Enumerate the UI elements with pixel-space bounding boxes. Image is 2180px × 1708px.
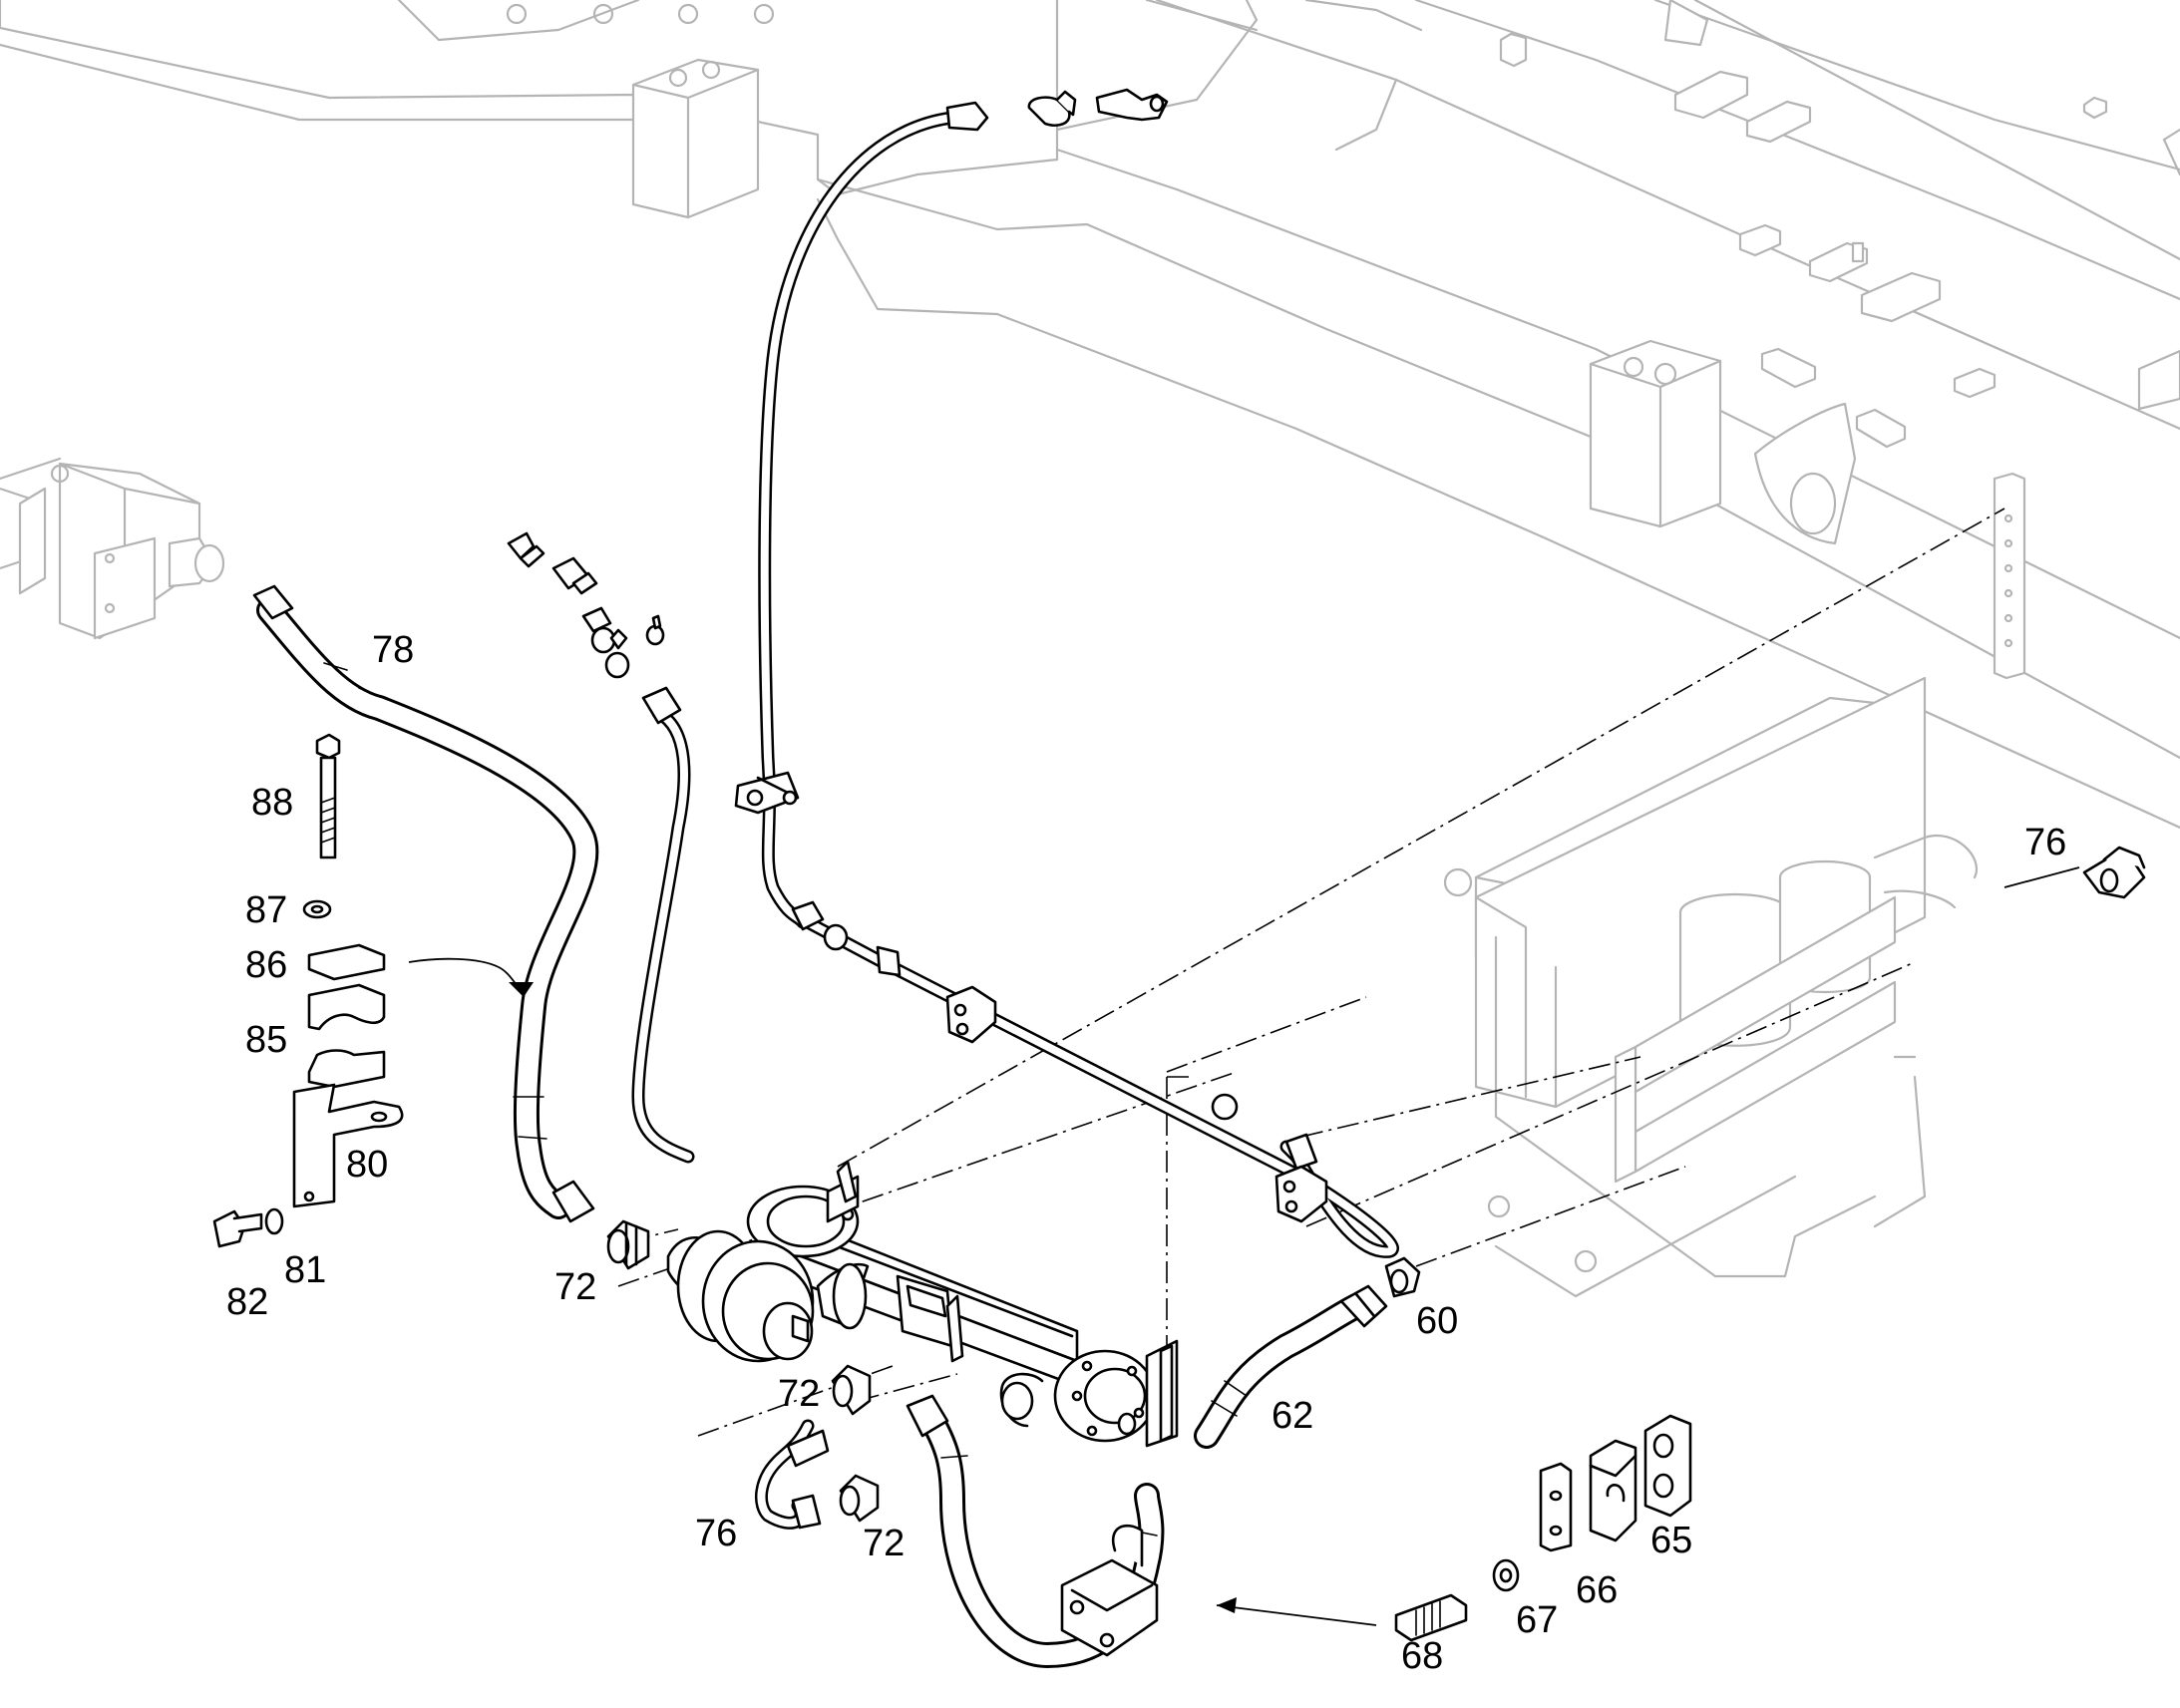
- callouts: 78 88 87 86 85 80 81 82 72 72 72 76 76 6…: [226, 629, 2066, 1677]
- callout-72-bottom: 72: [863, 1523, 905, 1564]
- lower-u-hose: [906, 1394, 1165, 1668]
- callout-76-lower: 76: [695, 1513, 737, 1554]
- clamp-stack-right: [1394, 1414, 1692, 1642]
- callout-78: 78: [372, 629, 414, 671]
- callout-67: 67: [1516, 1599, 1558, 1641]
- top-hose: [734, 101, 989, 929]
- callout-72-middle: 72: [778, 1373, 820, 1415]
- callout-81: 81: [284, 1249, 326, 1291]
- callout-62: 62: [1272, 1395, 1313, 1437]
- top-fittings: [1027, 88, 1169, 127]
- leader-lines: [408, 866, 2080, 1626]
- callout-87: 87: [245, 889, 287, 931]
- hose-76-lower: [754, 1419, 830, 1530]
- callout-66: 66: [1576, 1569, 1618, 1611]
- clamp-stack-left: [212, 733, 404, 1248]
- callout-88: 88: [251, 782, 293, 824]
- vehicle-frame-background: [0, 0, 2180, 1298]
- filter-unit: [666, 1160, 1179, 1448]
- hose-78: [252, 584, 599, 1223]
- callout-65: 65: [1650, 1520, 1692, 1561]
- callout-68: 68: [1401, 1635, 1443, 1677]
- callout-72-left: 72: [554, 1266, 596, 1308]
- rigid-pipe: [791, 900, 1399, 1258]
- lower-fittings: [606, 1219, 1421, 1523]
- callout-76-upper: 76: [2024, 822, 2066, 863]
- callout-85: 85: [245, 1019, 287, 1061]
- callout-82: 82: [226, 1281, 268, 1323]
- hose-76-upper: [2082, 846, 2146, 899]
- callout-60: 60: [1416, 1300, 1458, 1342]
- callout-80: 80: [346, 1144, 388, 1186]
- callout-86: 86: [245, 944, 287, 986]
- small-fittings-upper: [507, 531, 665, 679]
- middle-hose: [631, 686, 695, 1164]
- hose-62: [1194, 1284, 1388, 1449]
